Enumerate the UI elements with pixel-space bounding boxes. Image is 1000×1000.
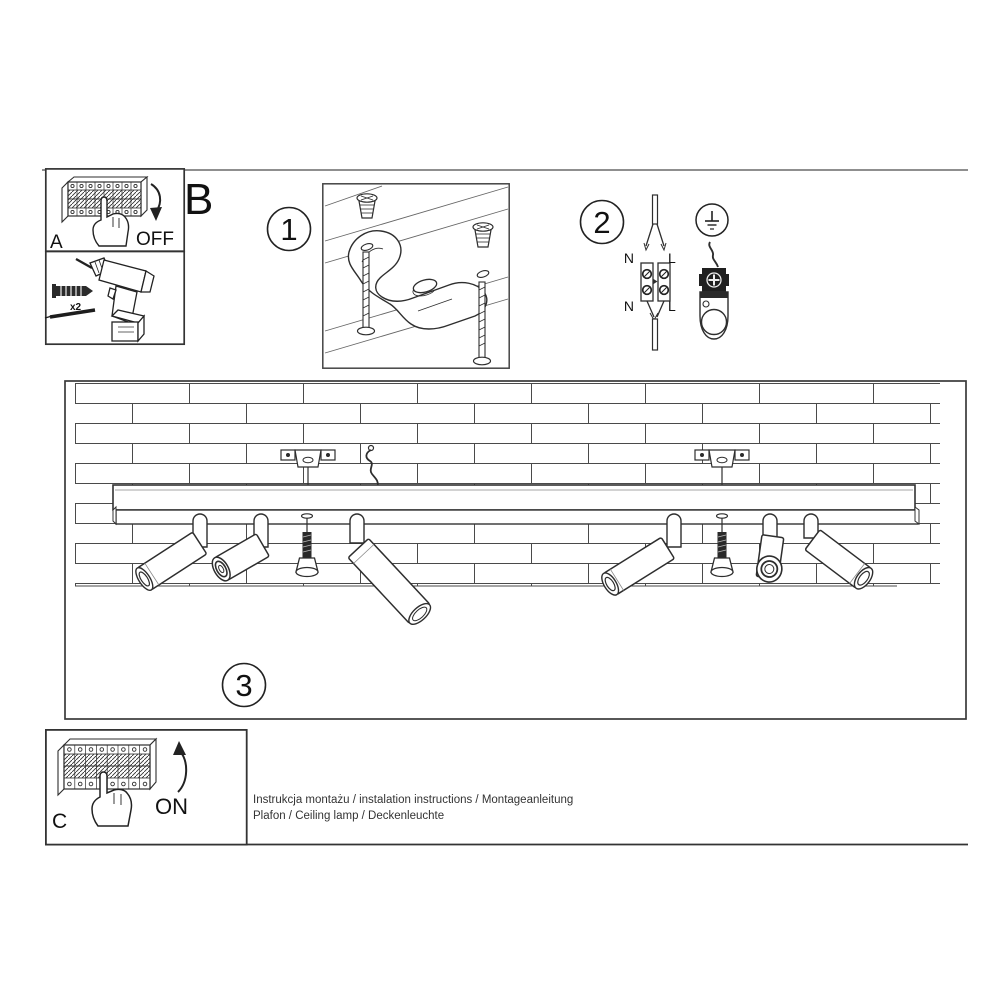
- wall-plug-icon: [52, 284, 93, 298]
- wall-anchor-icon: [356, 193, 378, 219]
- step3-badge: 3: [221, 662, 267, 708]
- mounting-rail: [112, 484, 920, 526]
- spot-pivots: [192, 513, 819, 548]
- product-text: Plafon / Ceiling lamp / Deckenleuchte: [253, 810, 445, 822]
- panel-a-label: A: [50, 232, 63, 253]
- svg-text:2: 2: [593, 205, 610, 240]
- wiring-n-top: N: [624, 250, 634, 266]
- top-divider: [42, 169, 968, 171]
- wiring-l-top: L: [668, 250, 676, 266]
- step1-illustration: 1: [266, 183, 510, 369]
- off-label: OFF: [136, 229, 174, 250]
- ceiling-bracket-icon: [694, 449, 750, 485]
- arrow-up-icon: [173, 741, 188, 793]
- locking-knob-icon: [295, 513, 319, 578]
- spotlight-icon: [755, 534, 785, 583]
- circuit-breaker-icon: [61, 175, 149, 224]
- panel-c-band: C ON: [45, 729, 968, 846]
- screw-icon: [472, 281, 492, 366]
- panel-a: A OFF: [44, 168, 186, 253]
- mounting-bracket-icon: [347, 230, 490, 330]
- step3-illustration: 3: [64, 380, 967, 720]
- on-label: ON: [155, 794, 188, 819]
- step1-badge: 1: [266, 206, 312, 252]
- spotlight-icon: [211, 533, 270, 582]
- spotlight-icon: [348, 538, 432, 625]
- power-wire: [365, 444, 379, 487]
- ground-symbol-icon: [695, 203, 729, 237]
- step2-illustration: 2 N L N L: [579, 194, 729, 351]
- anchor-qty-label: x2: [70, 302, 82, 313]
- spotlight-icon: [804, 529, 874, 590]
- instructions-text: Instrukcja montażu / instalation instruc…: [253, 794, 574, 806]
- arrow-down-icon: [150, 183, 162, 221]
- drill-icon: [75, 257, 155, 343]
- drill-bit-icon: [44, 308, 96, 319]
- section-b-label: B: [184, 175, 214, 224]
- caption-block: Instrukcja montażu / instalation instruc…: [253, 792, 573, 824]
- spotlight-icon: [135, 532, 207, 591]
- ground-terminal-illustration: [699, 241, 729, 340]
- screw-icon: [356, 251, 376, 336]
- wiring-n-bottom: N: [624, 298, 634, 314]
- svg-text:1: 1: [280, 212, 297, 247]
- hand-press-icon: [92, 196, 130, 247]
- svg-text:3: 3: [235, 668, 252, 703]
- spotlight-icon: [601, 537, 675, 596]
- ceiling-bracket-icon: [280, 449, 336, 485]
- locking-knob-icon: [710, 513, 734, 578]
- wall-anchor-icon: [472, 222, 494, 248]
- hand-press-icon: [91, 771, 133, 827]
- step2-badge: 2: [579, 199, 625, 245]
- wire-terminal-illustration: N L N L: [624, 194, 676, 351]
- panel-c-label: C: [52, 810, 67, 833]
- tools-box: x2: [44, 250, 186, 346]
- wiring-l-bottom: L: [668, 298, 676, 314]
